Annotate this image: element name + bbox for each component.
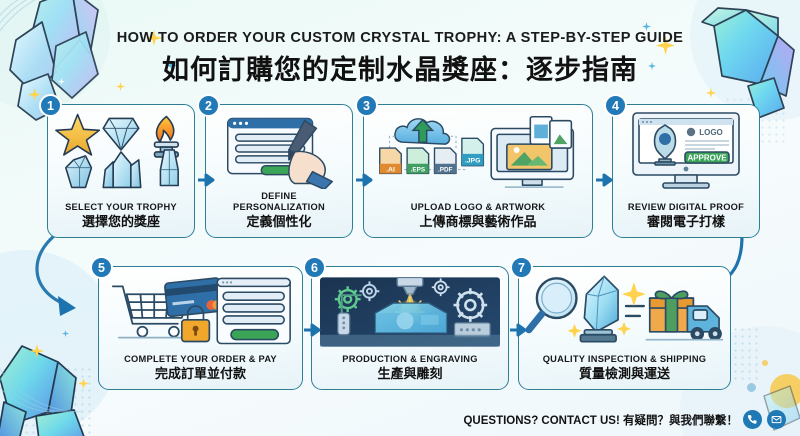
svg-text:LOGO: LOGO [699,128,723,137]
bg-circle-small-blue [747,383,756,392]
step-label-zh-4: 審閱電子打樣 [646,214,725,229]
bg-dot-pattern-bottomleft [2,366,92,436]
step-card-2[interactable]: 2 [197,94,353,238]
step-label-en-2: DEFINE PERSONALIZATION [233,191,325,212]
step-badge-3: 3 [355,94,378,117]
step-labels-2: DEFINE PERSONALIZATION 定義個性化 [208,191,350,230]
step-art-2 [210,111,348,189]
sparkle-icon [62,330,69,337]
step-badge-1: 1 [39,94,62,117]
step-card-1[interactable]: 1 [39,94,195,238]
step-labels-6: PRODUCTION & ENGRAVING 生產與雕刻 [314,354,506,382]
step-label-en-4: REVIEW DIGITAL PROOF [627,202,745,212]
step-labels-4: REVIEW DIGITAL PROOF 審閱電子打樣 [615,202,757,230]
step-label-zh-6: 生產與雕刻 [377,366,443,381]
step-label-en-3: UPLOAD LOGO & ARTWORK [410,202,546,212]
arrow-step5-to-step6 [304,323,321,337]
step-card-6[interactable]: 6 [303,256,509,390]
sparkle-icon [78,378,89,389]
arrow-step6-to-step7 [510,323,527,337]
step-badge-2: 2 [197,94,220,117]
step-card-7[interactable]: 7 [510,256,731,390]
step-labels-7: QUALITY INSPECTION & SHIPPING 質量檢測與運送 [521,354,728,382]
arrow-step1-to-step2 [198,173,215,187]
step-label-zh-5: 完成訂單並付款 [154,366,246,381]
step-label-zh-7: 質量檢測與運送 [578,366,670,381]
svg-text:.AI: .AI [386,167,395,174]
step-art-7 [523,273,726,349]
page-title-chinese: 如何訂購您的定制水晶獎座：逐步指南 [162,55,638,85]
step-art-3: .AI .EPS .PDF .JPG [368,111,588,189]
step-label-zh-2: 定義個性化 [246,214,312,229]
svg-text:.EPS: .EPS [411,167,425,174]
step-art-4: LOGO APPROVE [617,111,755,189]
sparkle-icon [28,88,41,101]
step-label-zh-1: 選擇您的獎座 [81,214,160,229]
arrow-step2-to-step3 [356,173,373,187]
step-labels-3: UPLOAD LOGO & ARTWORK 上傳商標與藝術作品 [366,202,590,230]
svg-text:.JPG: .JPG [465,158,481,165]
envelope-icon[interactable] [767,410,786,429]
sparkle-icon [706,88,716,98]
svg-text:APPROVE: APPROVE [687,154,727,163]
step-art-6 [320,275,500,349]
phone-icon[interactable] [743,410,762,429]
sparkle-icon [30,344,44,358]
bg-circle-small-yellow [762,360,768,366]
step-label-en-6: PRODUCTION & ENGRAVING [342,354,478,364]
step-label-en-5: COMPLETE YOUR ORDER & PAY [124,354,277,364]
step-labels-5: COMPLETE YOUR ORDER & PAY 完成訂單並付款 [101,354,300,382]
step-badge-6: 6 [303,256,326,279]
step-badge-4: 4 [604,94,627,117]
step-card-5[interactable]: 5 [90,256,303,390]
header: HOW TO ORDER YOUR CUSTOM CRYSTAL TROPHY:… [0,30,800,87]
arrow-step3-to-step4 [596,173,613,187]
step-card-3[interactable]: 3 [355,94,593,238]
step-art-1 [52,111,190,189]
bg-arc-lines-bottomleft [0,368,83,413]
step-label-zh-3: 上傳商標與藝術作品 [419,214,537,229]
step-badge-5: 5 [90,256,113,279]
page-title-english: HOW TO ORDER YOUR CUSTOM CRYSTAL TROPHY:… [116,30,684,46]
step-badge-7: 7 [510,256,533,279]
footer-text: QUESTIONS? CONTACT US! 有疑問？與我們聯繫！ [463,414,738,427]
step-labels-1: SELECT YOUR TROPHY 選擇您的獎座 [50,202,192,230]
step-label-en-1: SELECT YOUR TROPHY [65,202,177,212]
step-label-en-7: QUALITY INSPECTION & SHIPPING [542,354,707,364]
bg-circle-yellow [770,374,800,408]
step-card-4[interactable]: 4 LOGO [604,94,760,238]
step-art-5 [103,273,298,347]
footer-contact: QUESTIONS? CONTACT US! 有疑問？與我們聯繫！ [463,410,786,429]
svg-text:.PDF: .PDF [438,167,453,174]
